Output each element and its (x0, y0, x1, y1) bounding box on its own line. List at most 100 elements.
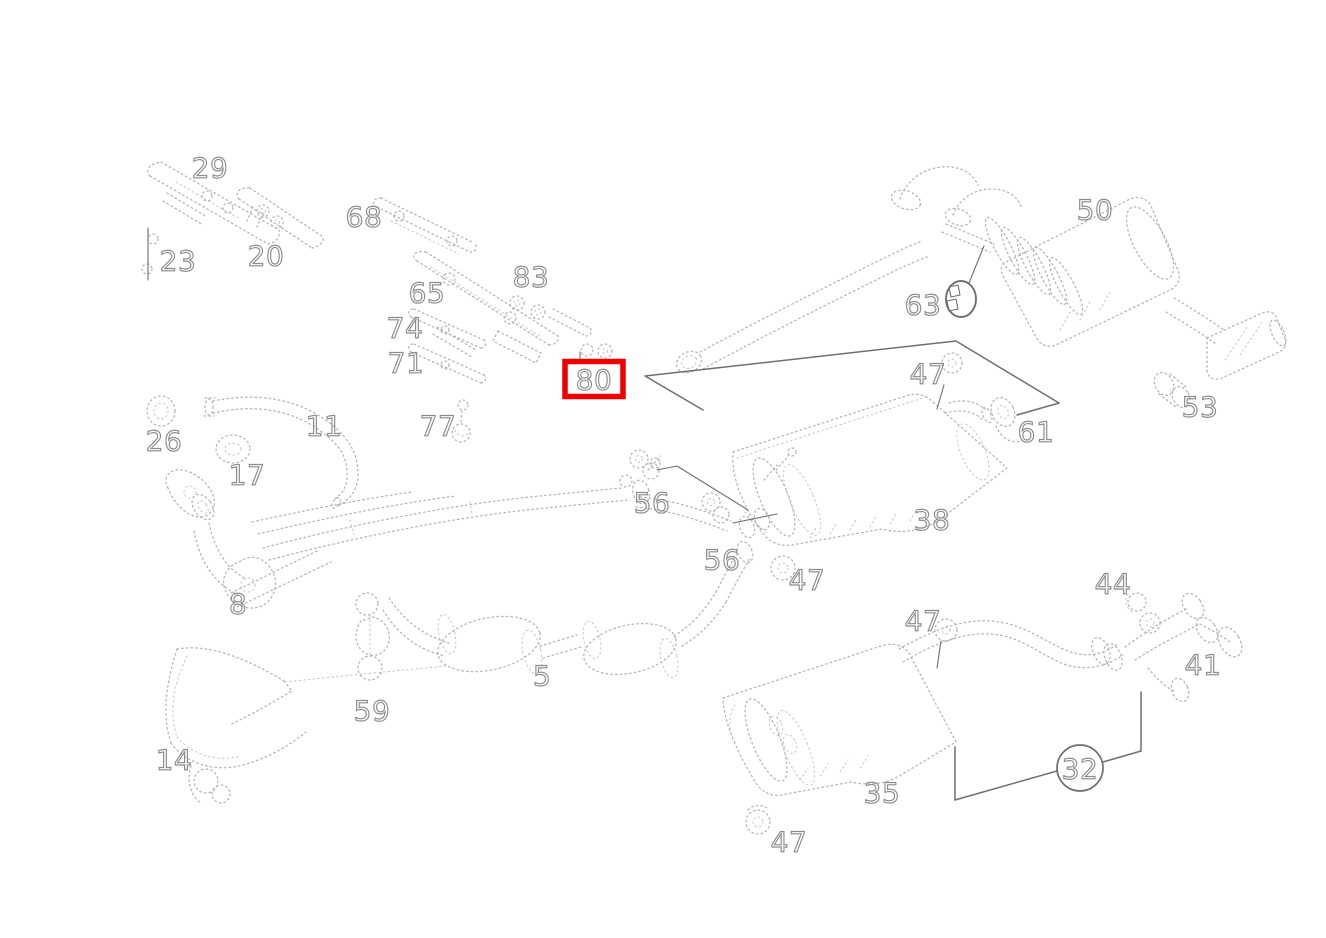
part-83-clamp-kit-drawing (432, 295, 592, 364)
part-11-pipe-drawing (203, 396, 359, 509)
part-callout-35-29[interactable]: 35 (863, 776, 901, 810)
part-callout-83-7[interactable]: 83 (512, 260, 550, 294)
part-56-lower-hanger-drawing (701, 492, 771, 539)
part-callout-32-30[interactable]: 32 (1056, 744, 1104, 792)
part-callout-71-6[interactable]: 71 (387, 346, 425, 380)
part-29-front-pipe-drawing (147, 161, 281, 245)
part-number-text: 32 (1062, 753, 1099, 786)
heat-shield-panel-outline (644, 340, 1060, 416)
part-14-bracket-frame-drawing (165, 647, 447, 804)
part-callout-17-15[interactable]: 17 (228, 458, 266, 492)
part-number-text: 35 (864, 777, 901, 810)
part-callout-77-17[interactable]: 77 (419, 409, 457, 443)
part-callout-47-31[interactable]: 47 (770, 825, 808, 859)
part-8-downpipe-assembly-drawing (165, 455, 732, 609)
group-callout-circle (1056, 744, 1104, 792)
part-50-rear-silencer-drawing (675, 166, 1287, 380)
part-callout-47-26[interactable]: 47 (904, 604, 942, 638)
part-number-text: 65 (409, 277, 446, 310)
leader-line-56-upper (656, 465, 749, 511)
part-callout-29-0[interactable]: 29 (191, 151, 229, 185)
part-number-text: 17 (229, 459, 266, 492)
part-callout-38-20[interactable]: 38 (913, 503, 951, 537)
part-77-stud-drawing (451, 399, 471, 443)
part-63-clamp (945, 245, 985, 318)
part-number-text: 68 (346, 201, 383, 234)
part-callout-68-3[interactable]: 68 (345, 200, 383, 234)
part-47-bottom-ring-drawing (745, 804, 771, 835)
part-callout-26-14[interactable]: 26 (145, 424, 183, 458)
part-callout-61-13[interactable]: 61 (1017, 415, 1055, 449)
part-number-text: 56 (704, 544, 741, 577)
part-number-text: 56 (634, 487, 671, 520)
part-53-connector-drawing (1153, 371, 1191, 409)
part-number-text: 38 (914, 504, 951, 537)
part-number-text: 26 (146, 425, 183, 458)
part-number-text: 71 (388, 347, 425, 380)
part-68-bracket-rail-drawing (373, 197, 477, 255)
part-callout-20-2[interactable]: 20 (247, 239, 285, 273)
part-number-text: 80 (576, 364, 613, 397)
part-17-gasket-drawing (215, 434, 251, 464)
part-5-center-pipe-cats-drawing (355, 540, 754, 681)
part-47-top-ring-drawing (941, 352, 963, 374)
part-number-text: 14 (156, 744, 193, 777)
part-number-text: 77 (420, 410, 457, 443)
part-number-text: 47 (910, 358, 947, 391)
part-35-muffler-drawing (722, 592, 1243, 796)
leader-line-47-top (936, 384, 945, 410)
part-number-text: 59 (354, 695, 391, 728)
group-32-bracket-lines (954, 691, 1142, 801)
part-number-text: 44 (1095, 568, 1132, 601)
part-callout-47-21[interactable]: 47 (788, 563, 826, 597)
part-number-text: 63 (905, 289, 942, 322)
part-callout-59-23[interactable]: 59 (353, 694, 391, 728)
part-47-mid-rubber-ring-drawing (770, 555, 796, 581)
part-callout-56-18[interactable]: 56 (633, 486, 671, 520)
part-number-text: 61 (1018, 416, 1055, 449)
part-callout-41-28[interactable]: 41 (1184, 648, 1222, 682)
part-56-upper-hanger-drawing (629, 449, 660, 480)
part-number-text: 47 (905, 605, 942, 638)
part-number-text: 29 (192, 152, 229, 185)
part-callout-11-16[interactable]: 11 (305, 409, 343, 443)
part-65-bracket-rail-drawing (413, 251, 560, 346)
part-number-text: 47 (771, 826, 808, 859)
part-callout-8-22[interactable]: 8 (228, 587, 247, 621)
selected-part-highlight-box (562, 358, 626, 400)
part-number-text: 47 (789, 564, 826, 597)
part-callout-80-8[interactable]: 80 (562, 358, 626, 400)
part-38-muffler-drawing (732, 393, 1008, 546)
part-number-text: 50 (1077, 194, 1114, 227)
part-61-tip-bracket-drawing (990, 397, 1022, 443)
part-number-text: 83 (513, 261, 550, 294)
part-callout-5-24[interactable]: 5 (532, 659, 551, 693)
part-71-bracket-drawing (407, 343, 487, 384)
part-number-text: 41 (1185, 649, 1222, 682)
part-number-text: 23 (160, 245, 197, 278)
part-20-pipe-drawing (236, 187, 325, 249)
part-number-text: 20 (248, 240, 285, 273)
part-callout-65-4[interactable]: 65 (408, 276, 446, 310)
part-26-gasket-ring-drawing (146, 395, 176, 427)
part-callout-63-10[interactable]: 63 (904, 288, 942, 322)
part-callout-23-1[interactable]: 23 (159, 244, 197, 278)
part-callout-14-25[interactable]: 14 (155, 743, 193, 777)
part-callout-44-27[interactable]: 44 (1094, 567, 1132, 601)
part-number-text: 5 (533, 660, 551, 693)
part-callout-50-9[interactable]: 50 (1076, 193, 1114, 227)
part-number-text: 8 (229, 588, 247, 621)
part-23-stud-drawing (141, 233, 159, 275)
leader-line-56-lower (732, 513, 778, 524)
part-47-near-35-ring-drawing (934, 618, 958, 642)
part-callout-74-5[interactable]: 74 (386, 311, 424, 345)
part-callout-53-11[interactable]: 53 (1181, 390, 1219, 424)
part-44-hanger-rings-drawing (1125, 592, 1161, 634)
part-callout-47-12[interactable]: 47 (909, 357, 947, 391)
part-number-text: 53 (1182, 391, 1219, 424)
part-callout-56-19[interactable]: 56 (703, 543, 741, 577)
part-number-text: 74 (387, 312, 424, 345)
part-number-text: 11 (306, 410, 343, 443)
